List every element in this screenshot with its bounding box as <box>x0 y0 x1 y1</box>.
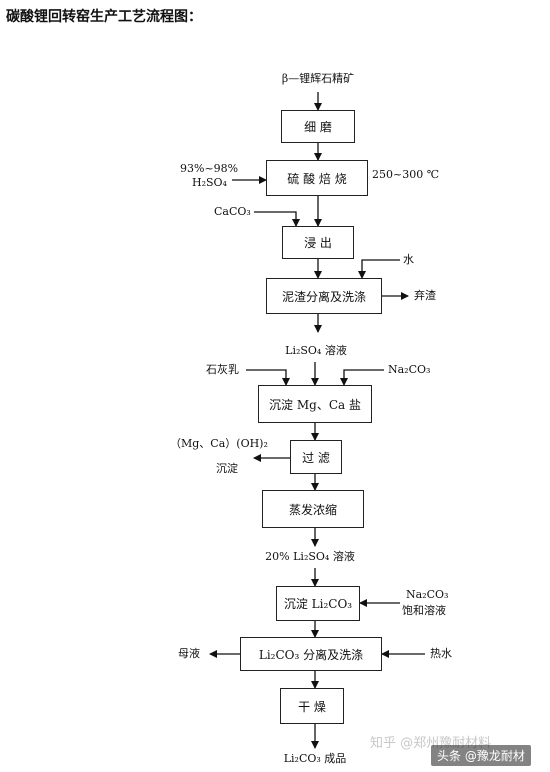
label-product: Li₂CO₃ 成品 <box>283 752 347 765</box>
label-acid-concentration: 93%~98% <box>180 162 239 175</box>
label-filter-solid-precipitate: 沉淀 <box>216 462 238 475</box>
label-raw-material: β—锂辉石精矿 <box>281 72 355 85</box>
step-drying: 干 燥 <box>280 688 344 724</box>
step-filtration: 过 滤 <box>290 440 342 474</box>
label-na2co3-sat-formula: Na₂CO₃ <box>406 588 449 601</box>
label-hot-water: 热水 <box>430 647 452 660</box>
step-precipitate-li2co3: 沉淀 Li₂CO₃ <box>276 586 360 621</box>
label-water: 水 <box>403 253 414 266</box>
step-acid-roasting: 硫 酸 焙 烧 <box>266 160 368 196</box>
step-slag-separation-label: 泥渣分离及洗涤 <box>281 289 366 304</box>
label-roast-temperature: 250~300 ℃ <box>372 168 440 181</box>
arrow-na2co3-in <box>340 369 384 386</box>
label-acid-formula: H₂SO₄ <box>192 176 227 189</box>
arrow-water-in <box>358 259 400 279</box>
page-title: 碳酸锂回转窑生产工艺流程图： <box>6 9 202 25</box>
step-precipitate-li2co3-label: 沉淀 Li₂CO₃ <box>283 597 353 611</box>
step-evaporation-label: 蒸发浓缩 <box>288 502 337 517</box>
step-li2co3-separation: Li₂CO₃ 分离及洗涤 <box>240 637 382 671</box>
label-caco3: CaCO₃ <box>214 205 251 218</box>
step-li2co3-separation-label: Li₂CO₃ 分离及洗涤 <box>258 647 364 662</box>
source-badge: 头条 @豫龙耐材 <box>431 745 531 766</box>
label-mother-liquor: 母液 <box>178 647 200 660</box>
label-na2co3-sat-text: 饱和溶液 <box>402 604 446 617</box>
step-grinding-label: 细 磨 <box>304 120 332 134</box>
arrow-caco3-in <box>254 211 300 227</box>
step-precipitate-mg-ca-label: 沉淀 Mg、Ca 盐 <box>269 397 361 412</box>
label-waste-residue: 弃渣 <box>414 289 436 302</box>
label-na2co3: Na₂CO₃ <box>388 363 431 376</box>
label-filter-solid-formula: （Mg、Ca）(OH)₂ <box>170 437 268 450</box>
step-filtration-label: 过 滤 <box>302 450 330 465</box>
label-lime-milk: 石灰乳 <box>206 363 239 376</box>
step-leaching: 浸 出 <box>282 226 354 259</box>
label-li2so4-solution: Li₂SO₄ 溶液 <box>285 344 347 357</box>
step-precipitate-mg-ca: 沉淀 Mg、Ca 盐 <box>258 385 372 423</box>
arrow-lime-in <box>246 369 290 386</box>
step-leaching-label: 浸 出 <box>304 236 332 250</box>
step-drying-label: 干 燥 <box>298 699 326 714</box>
step-slag-separation: 泥渣分离及洗涤 <box>266 278 382 314</box>
step-acid-roasting-label: 硫 酸 焙 烧 <box>287 171 347 186</box>
step-grinding: 细 磨 <box>281 110 355 143</box>
label-concentrate-solution: 20% Li₂SO₄ 溶液 <box>265 550 355 563</box>
step-evaporation: 蒸发浓缩 <box>262 490 364 528</box>
